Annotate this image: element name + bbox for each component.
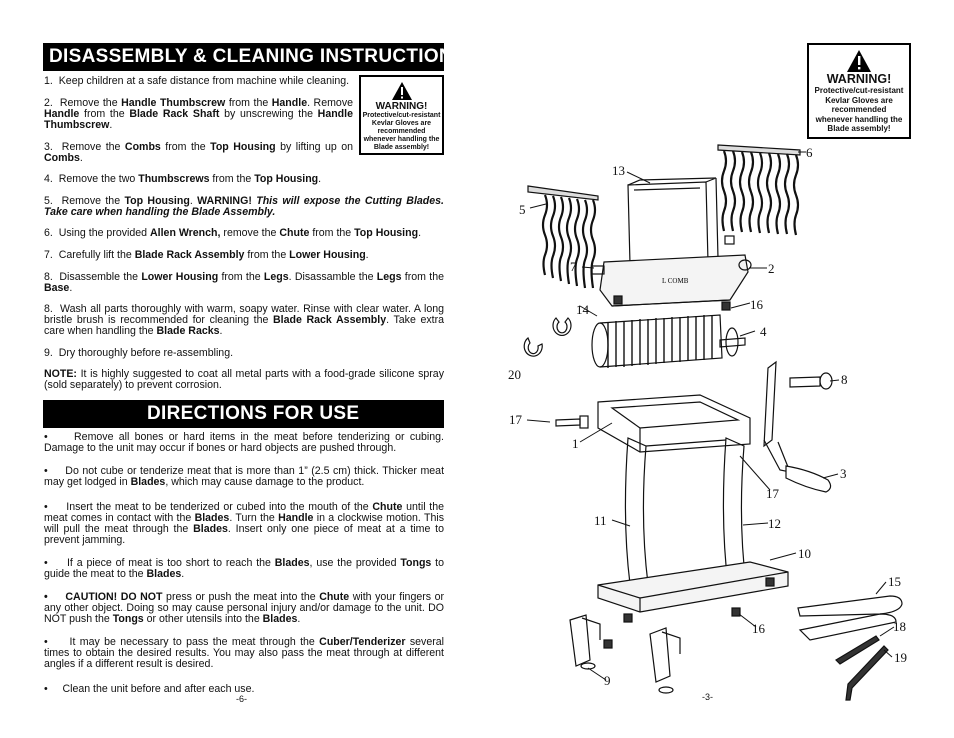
part-label-17-b: 17	[766, 486, 779, 501]
part-label-18: 18	[893, 619, 906, 634]
part-label-11: 11	[594, 513, 607, 528]
lower-housing-drawing	[597, 394, 751, 453]
part-label-19: 19	[894, 650, 907, 665]
comb-left-drawing	[527, 185, 599, 289]
handle-drawing	[763, 360, 832, 493]
bullet-3: • Insert the meat to be tenderized or cu…	[44, 501, 444, 546]
part-label-6: 6	[806, 145, 813, 160]
part-label-7: 7	[570, 259, 577, 274]
section-title-directions: DIRECTIONS FOR USE	[43, 400, 444, 428]
part-label-17: 17	[509, 412, 522, 427]
warning-title: WARNING!	[826, 72, 892, 86]
housing-label: L COMB	[662, 277, 689, 285]
part-label-2: 2	[768, 261, 775, 276]
step-6: 6. Using the provided Allen Wrench, remo…	[44, 227, 422, 239]
part-label-10: 10	[798, 546, 811, 561]
base-drawing	[597, 561, 789, 613]
warning-title: WARNING!	[375, 101, 428, 112]
step-1: 1. Keep children at a safe distance from…	[44, 75, 350, 87]
top-housing-drawing	[599, 254, 752, 307]
bullet-6: • It may be necessary to pass the meat t…	[44, 636, 445, 670]
step-2: 2. Remove the Handle Thumbscrew from the…	[44, 97, 354, 131]
step-9: 9. Dry thoroughly before re-assembling.	[44, 347, 234, 359]
part-label-16-b: 16	[752, 621, 765, 636]
step-4: 4. Remove the two Thumbscrews from the T…	[44, 173, 322, 185]
bullet-1: • Remove all bones or hard items in the …	[44, 431, 444, 454]
section-title-disassembly: DISASSEMBLY & CLEANING INSTRUCTIONS	[43, 43, 466, 71]
part-label-14: 14	[576, 302, 589, 317]
clamp-left-drawing	[569, 614, 601, 670]
comb-right-drawing	[717, 144, 801, 236]
bullet-2: • Do not cube or tenderize meat that is …	[44, 465, 445, 488]
bullet-7: • Clean the unit before and after each u…	[44, 683, 255, 695]
page-number-left: -6-	[236, 694, 247, 704]
part-label-1: 1	[572, 436, 579, 451]
step-8b: 8. Wash all parts thoroughly with warm, …	[44, 303, 445, 337]
note: NOTE: It is highly suggested to coat all…	[44, 368, 444, 391]
part-label-13: 13	[612, 163, 625, 178]
part-label-3: 3	[840, 466, 847, 481]
warning-triangle-icon	[391, 82, 412, 100]
blade-rack-drawing	[591, 314, 746, 368]
warning-triangle-icon	[847, 50, 871, 72]
bullet-4: • If a piece of meat is too short to rea…	[44, 557, 444, 580]
part-label-5: 5	[519, 202, 526, 217]
step-7: 7. Carefully lift the Blade Rack Assembl…	[44, 249, 369, 261]
clamp-right-drawing	[649, 627, 681, 694]
part-label-16: 16	[750, 297, 763, 312]
bullet-5: • CAUTION! DO NOT press or push the meat…	[44, 591, 445, 625]
part-label-9: 9	[604, 673, 611, 688]
part-label-8: 8	[841, 372, 848, 387]
tongs-drawing	[797, 595, 903, 641]
part-label-12: 12	[768, 516, 781, 531]
part-label-15: 15	[888, 574, 901, 589]
page-number-right: -3-	[702, 692, 713, 702]
part-label-4: 4	[760, 324, 767, 339]
chute-drawing	[627, 177, 719, 265]
legs-drawing	[624, 437, 747, 585]
step-8a: 8. Disassemble the Lower Housing from th…	[44, 271, 444, 294]
part-label-20: 20	[508, 367, 521, 382]
step-5: 5. Remove the Top Housing. WARNING! This…	[44, 195, 444, 218]
step-3: 3. Remove the Combs from the Top Housing…	[44, 141, 353, 164]
